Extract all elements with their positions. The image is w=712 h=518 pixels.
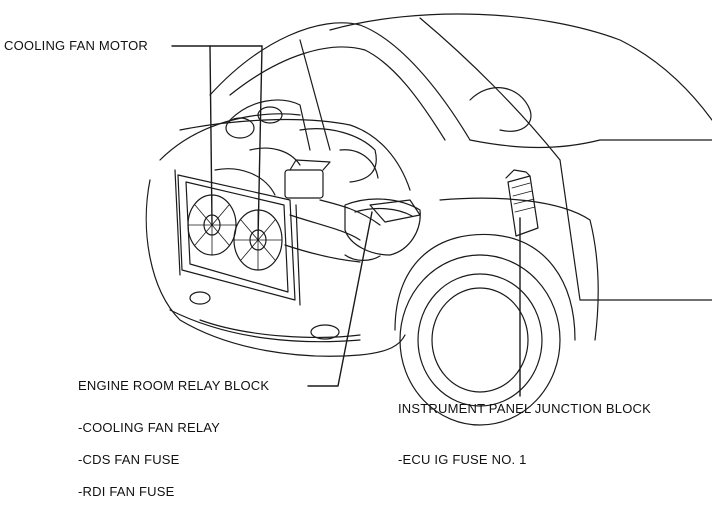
junction-block-graphic <box>505 169 539 237</box>
label-cds-fan-fuse: -CDS FAN FUSE <box>78 452 180 467</box>
label-ecu-ig-fuse: -ECU IG FUSE NO. 1 <box>398 452 527 467</box>
engine-compartment <box>179 99 421 261</box>
leader-fan-motor-left <box>209 45 213 226</box>
leader-engine-room-relay-block <box>307 211 373 387</box>
radiator-fans <box>174 169 361 306</box>
label-rdi-fan-fuse: -RDI FAN FUSE <box>78 484 175 499</box>
label-instrument-panel-junction-block: INSTRUMENT PANEL JUNCTION BLOCK <box>398 401 651 416</box>
leader-fan-motor-right <box>257 45 263 241</box>
label-cooling-fan-motor: COOLING FAN MOTOR <box>4 38 149 53</box>
label-cooling-fan-relay: -COOLING FAN RELAY <box>78 420 221 435</box>
leader-lines <box>171 45 521 397</box>
label-engine-room-relay-block: ENGINE ROOM RELAY BLOCK <box>78 378 270 393</box>
car-body-outline <box>145 13 712 426</box>
